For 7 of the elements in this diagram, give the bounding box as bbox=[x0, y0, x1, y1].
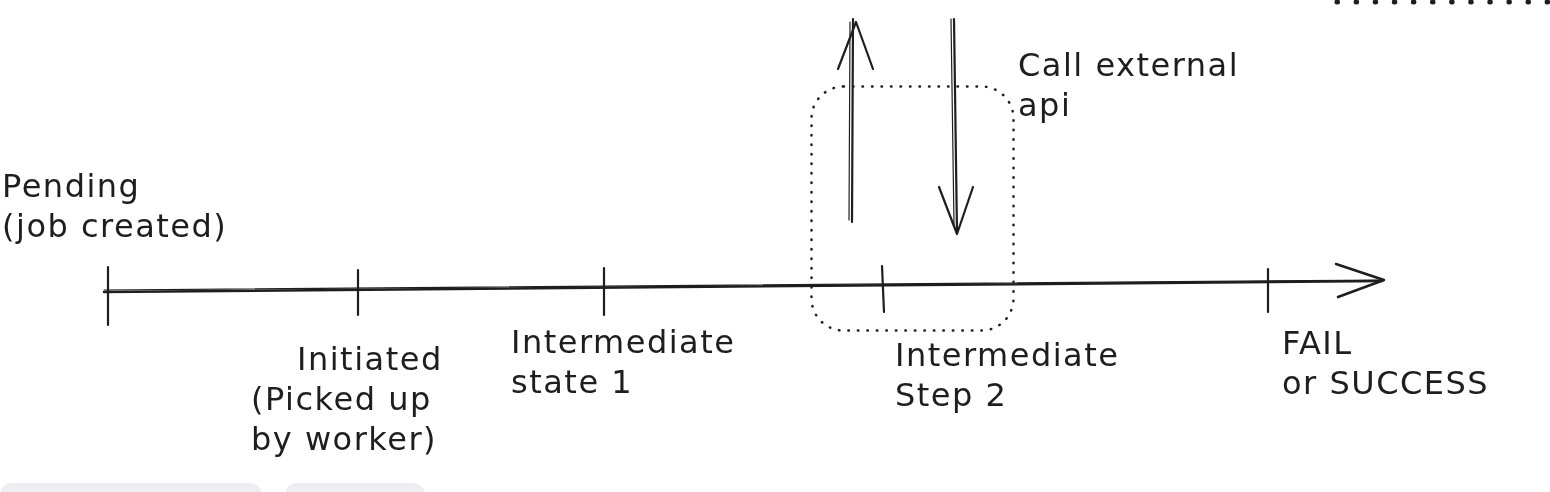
state-label: Intermediate state 1 bbox=[511, 322, 736, 402]
annotation-text: Call external api bbox=[1018, 45, 1240, 125]
state-label: Intermediate Step 2 bbox=[895, 335, 1120, 415]
dotted-frame bbox=[810, 85, 1015, 332]
state-label: Initiated (Picked up by worker) bbox=[251, 339, 443, 459]
state-label: FAIL or SUCCESS bbox=[1282, 323, 1490, 403]
state-label: Pending (job created) bbox=[2, 166, 228, 246]
